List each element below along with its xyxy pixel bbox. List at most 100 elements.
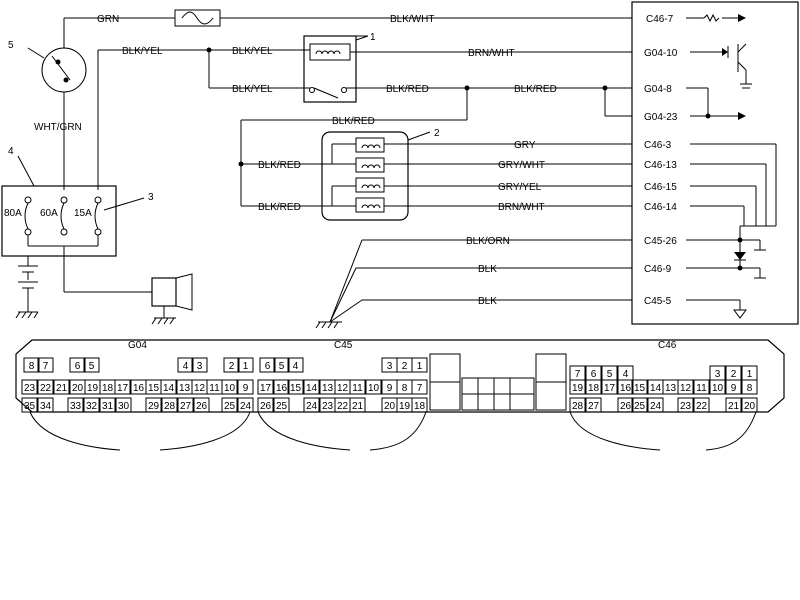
pin-cell — [585, 379, 602, 395]
pin-label: 34 — [40, 401, 52, 412]
pin-cell — [601, 379, 618, 395]
pin-cell — [585, 397, 602, 413]
pin-label: 14 — [306, 383, 318, 394]
pin-cell — [161, 397, 178, 413]
label-blk-red-ecu: BLK/RED — [514, 84, 557, 95]
label-brn-wht-relay: BRN/WHT — [468, 48, 515, 59]
pin-cell — [37, 397, 54, 413]
pin-label: 19 — [399, 401, 411, 412]
pin-cell — [411, 357, 428, 373]
label-gry: GRY — [514, 140, 536, 151]
pin-cell — [237, 357, 254, 373]
pin-cell — [53, 379, 70, 395]
pin-cell — [693, 397, 710, 413]
terminal-c45-26: C45-26 — [644, 236, 677, 247]
pin-label: 3 — [197, 361, 203, 372]
label-wht-grn: WHT/GRN — [34, 122, 82, 133]
pin-label: 4 — [183, 361, 189, 372]
pin-label: 27 — [588, 401, 600, 412]
label-gry-wht: GRY/WHT — [498, 160, 545, 171]
pin-cell — [83, 397, 100, 413]
pin-cell — [411, 379, 428, 395]
callout-3: 3 — [148, 192, 154, 203]
pin-label: 19 — [572, 383, 584, 394]
pin-label: 11 — [696, 383, 707, 394]
pin-cell — [177, 357, 194, 373]
pin-cell — [617, 379, 634, 395]
starter-motor — [151, 277, 177, 307]
pin-cell — [21, 397, 38, 413]
pin-label: 22 — [337, 401, 349, 412]
pin-cell — [114, 379, 131, 395]
pin-label: 30 — [118, 401, 130, 412]
pin-label: 24 — [306, 401, 318, 412]
terminal-c46-7: C46-7 — [646, 14, 674, 25]
pin-label: 2 — [229, 361, 235, 372]
terminal-g04-8: G04-8 — [644, 84, 672, 95]
pin-cell — [273, 379, 290, 395]
pin-label: 1 — [747, 369, 753, 380]
pin-label: 10 — [712, 383, 724, 394]
pin-label: 11 — [352, 383, 363, 394]
pin-label: 5 — [607, 369, 613, 380]
pin-cell — [569, 379, 586, 395]
label-blk-yel-main: BLK/YEL — [122, 46, 163, 57]
pin-label: 6 — [75, 361, 81, 372]
pin-cell — [647, 397, 664, 413]
pin-cell — [693, 379, 710, 395]
pin-cell — [21, 379, 38, 395]
pin-cell — [741, 379, 758, 395]
pin-cell — [287, 379, 304, 395]
relay-1 — [303, 35, 357, 103]
pin-label: 4 — [623, 369, 629, 380]
pin-cell — [221, 379, 238, 395]
pin-cell — [193, 397, 210, 413]
pin-label: 6 — [265, 361, 271, 372]
fuse-label-15a: 15A — [74, 208, 92, 219]
pin-label: 15 — [148, 383, 160, 394]
pin-label: 8 — [747, 383, 753, 394]
pin-cell — [709, 379, 726, 395]
pin-cell — [221, 397, 238, 413]
pin-label: 12 — [337, 383, 349, 394]
pin-cell — [677, 397, 694, 413]
pin-label: 20 — [72, 383, 84, 394]
pin-label: 21 — [352, 401, 364, 412]
pin-cell — [67, 397, 84, 413]
pin-label: 17 — [604, 383, 616, 394]
pin-label: 24 — [650, 401, 662, 412]
pin-label: 17 — [117, 383, 129, 394]
pin-cell — [223, 357, 240, 373]
pin-label: 19 — [87, 383, 99, 394]
pin-label: 18 — [588, 383, 600, 394]
pin-cell — [677, 379, 694, 395]
pin-cell — [273, 397, 290, 413]
terminal-c46-15: C46-15 — [644, 182, 677, 193]
pin-label: 4 — [293, 361, 299, 372]
terminal-c46-3: C46-3 — [644, 140, 672, 151]
fuse-label-80a: 80A — [4, 208, 22, 219]
ignition-switch — [41, 47, 87, 93]
pin-label: 27 — [180, 401, 192, 412]
label-blk-red-a: BLK/RED — [258, 160, 301, 171]
pin-label: 25 — [276, 401, 288, 412]
pin-label: 2 — [731, 369, 737, 380]
pin-cell — [303, 397, 320, 413]
connector-title-c46: C46 — [658, 340, 677, 351]
pin-label: 7 — [575, 369, 581, 380]
pin-label: 16 — [620, 383, 632, 394]
pin-label: 16 — [133, 383, 145, 394]
pin-cell — [191, 357, 208, 373]
relay-block-2 — [321, 131, 409, 221]
pin-label: 10 — [368, 383, 380, 394]
pin-label: 5 — [279, 361, 285, 372]
terminal-c46-14: C46-14 — [644, 202, 677, 213]
pin-label: 9 — [731, 383, 737, 394]
pin-cell — [115, 397, 132, 413]
pin-label: 7 — [417, 383, 423, 394]
pin-cell — [257, 397, 274, 413]
pin-label: 23 — [24, 383, 36, 394]
fuse-label-60a: 60A — [40, 208, 58, 219]
pin-label: 20 — [384, 401, 396, 412]
